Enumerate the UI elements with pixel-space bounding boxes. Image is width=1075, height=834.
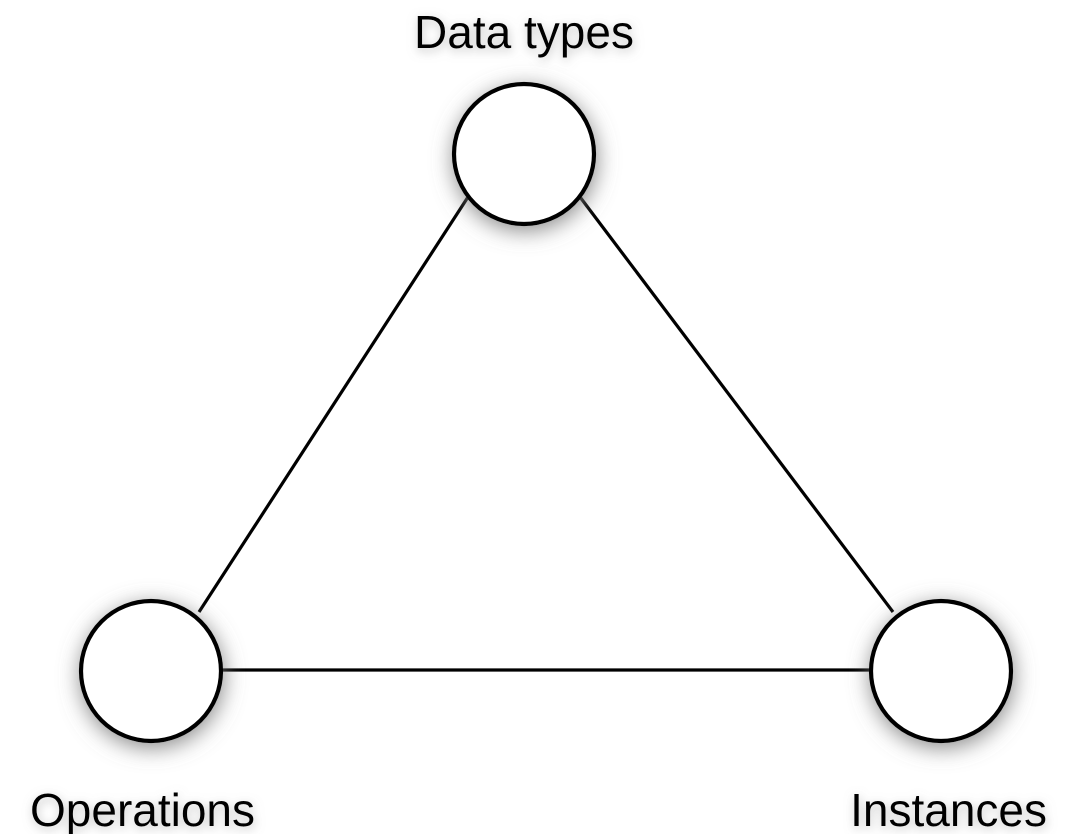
node-operations[interactable] <box>78 598 224 744</box>
node-data-types[interactable] <box>451 81 597 227</box>
edge-group <box>197 196 895 672</box>
node-circle-data-types[interactable] <box>451 81 597 227</box>
node-label-instances: Instances <box>850 784 1047 834</box>
node-instances[interactable] <box>868 598 1014 744</box>
node-circle-instances[interactable] <box>868 598 1014 744</box>
edge-data-types-instances <box>578 196 895 613</box>
edge-data-types-operations <box>197 196 470 613</box>
node-label-operations: Operations <box>30 784 255 834</box>
node-circle-operations[interactable] <box>78 598 224 744</box>
node-label-data-types: Data types <box>414 6 634 58</box>
node-group <box>78 81 1014 744</box>
label-group: Data types Operations Instances <box>30 6 1047 834</box>
